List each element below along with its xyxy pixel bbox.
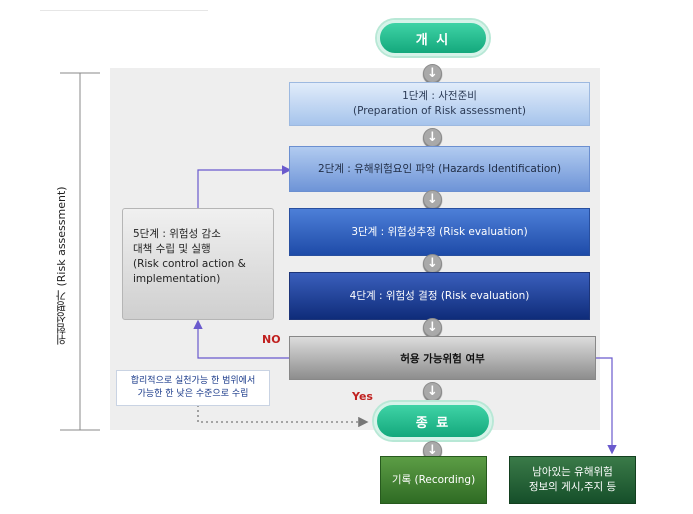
recording-label: 기록 (Recording) xyxy=(391,473,476,486)
no-to-step5-line xyxy=(193,319,289,359)
decision-label: 허용 가능위험 여부 xyxy=(400,352,485,365)
end-node: 종 료 xyxy=(374,402,492,440)
note-line1: 합리적으로 실천가능 한 범위에서 xyxy=(130,376,256,386)
note-box: 합리적으로 실천가능 한 범위에서 가능한 한 낮은 수준으로 수립 xyxy=(116,370,270,406)
step5-line2: 대책 수립 및 실행 xyxy=(133,243,211,255)
step2-box: 2단계 : 유해위험요인 파악 (Hazards Identification) xyxy=(289,146,590,192)
step5-line4: implementation) xyxy=(133,273,221,285)
remaining-hazards-box: 남아있는 유해위험 정보의 게시,주지 등 xyxy=(509,456,636,504)
step1-title: 1단계 : 사전준비 xyxy=(402,90,477,102)
step1-subtitle: (Preparation of Risk assessment) xyxy=(353,105,526,117)
arrow-down-icon: ↓ xyxy=(423,128,442,147)
side-label: 위험성평가 (Risk assessment) xyxy=(55,186,68,345)
step5-box: 5단계 : 위험성 감소 대책 수립 및 실행 (Risk control ac… xyxy=(122,208,274,320)
step4-box: 4단계 : 위험성 결정 (Risk evaluation) xyxy=(289,272,590,320)
arrow-down-icon: ↓ xyxy=(423,382,442,401)
note-line2: 가능한 한 낮은 수준으로 수립 xyxy=(137,389,249,399)
decision-to-remaining-line xyxy=(596,357,617,455)
step3-box: 3단계 : 위험성추정 (Risk evaluation) xyxy=(289,208,590,256)
step3-title: 3단계 : 위험성추정 (Risk evaluation) xyxy=(351,225,528,238)
no-label: NO xyxy=(262,333,281,346)
yes-label: Yes xyxy=(352,390,373,403)
remaining-line1: 남아있는 유해위험 xyxy=(532,466,613,478)
step1-box: 1단계 : 사전준비 (Preparation of Risk assessme… xyxy=(289,82,590,126)
note-to-end-line xyxy=(197,405,369,428)
arrow-down-icon: ↓ xyxy=(423,318,442,337)
end-label: 종 료 xyxy=(415,415,451,431)
step4-title: 4단계 : 위험성 결정 (Risk evaluation) xyxy=(349,289,530,302)
arrow-down-icon: ↓ xyxy=(423,190,442,209)
remaining-line2: 정보의 게시,주지 등 xyxy=(528,481,617,493)
step5-line1: 5단계 : 위험성 감소 xyxy=(133,228,221,240)
step2-title: 2단계 : 유해위험요인 파악 (Hazards Identification) xyxy=(317,162,562,175)
decision-box: 허용 가능위험 여부 xyxy=(289,336,596,380)
recording-box: 기록 (Recording) xyxy=(380,456,487,504)
step5-to-step2-line xyxy=(197,165,292,208)
start-node: 개 시 xyxy=(377,20,489,56)
header-rule xyxy=(40,10,208,11)
arrow-down-icon: ↓ xyxy=(423,64,442,83)
step5-line3: (Risk control action & xyxy=(133,258,246,270)
start-label: 개 시 xyxy=(415,32,451,48)
arrow-down-icon: ↓ xyxy=(423,254,442,273)
